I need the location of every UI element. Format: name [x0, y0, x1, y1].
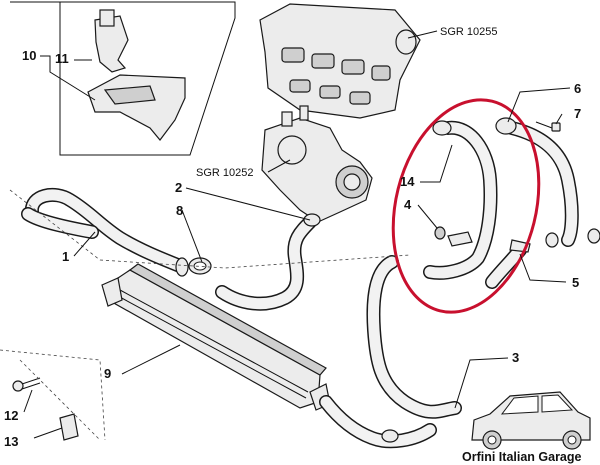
leader-lines	[23, 30, 571, 439]
callout-13: 13	[4, 434, 18, 449]
callout-3: 3	[512, 350, 519, 365]
ref-manifold: SGR 10255	[440, 26, 497, 38]
callout-1: 1	[62, 249, 69, 264]
callout-8: 8	[176, 203, 183, 218]
callout-2: 2	[175, 180, 182, 195]
callout-9: 9	[104, 366, 111, 381]
highlight-group	[423, 117, 600, 289]
callout-4: 4	[404, 197, 412, 212]
bracket-part	[87, 9, 186, 141]
hose-1	[21, 187, 189, 277]
callout-10: 10	[22, 48, 36, 63]
callout-6: 6	[574, 81, 581, 96]
callout-5: 5	[572, 275, 579, 290]
bracket-inset	[10, 1, 236, 156]
callout-14: 14	[400, 174, 415, 189]
brand-caption: Orfini Italian Garage	[462, 450, 582, 464]
callout-7: 7	[574, 106, 581, 121]
ref-turbo: SGR 10252	[196, 167, 253, 179]
intercooler	[101, 263, 331, 411]
turbocharger	[261, 105, 373, 223]
car-silhouette	[471, 391, 591, 450]
reference-lines	[0, 189, 411, 441]
highlight-ring	[391, 98, 541, 314]
hose-2	[215, 213, 321, 311]
callout-11: 11	[55, 51, 69, 66]
intake-manifold	[259, 3, 421, 119]
clip-13	[59, 413, 79, 441]
callout-12: 12	[4, 408, 18, 423]
screw-12	[12, 377, 41, 392]
bolt-7	[535, 121, 561, 132]
hose-3	[319, 255, 462, 449]
